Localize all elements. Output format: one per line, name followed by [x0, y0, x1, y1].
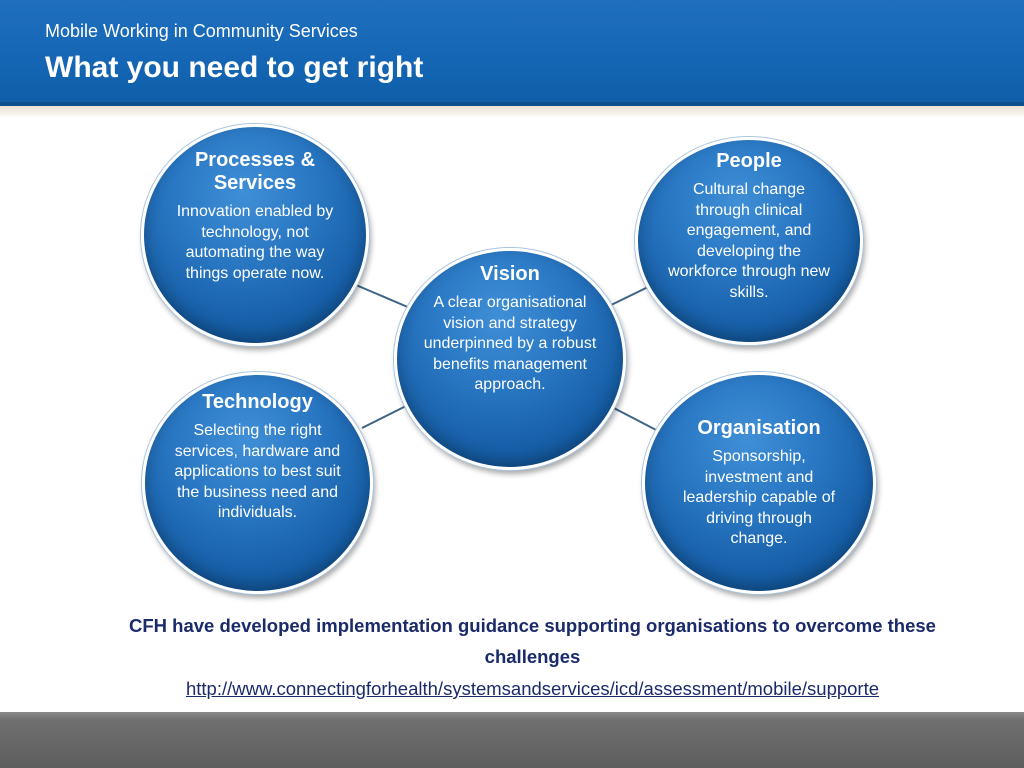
connector-organisation-vision [607, 404, 661, 433]
circle-people: People Cultural change through clinical … [635, 137, 863, 345]
header-bar [0, 0, 1024, 102]
processes-title: Processes & Services [194, 149, 316, 194]
header-divider [0, 102, 1024, 106]
people-description: Cultural change through clinical engagem… [668, 181, 830, 301]
circle-organisation: Organisation Sponsorship, investment and… [642, 372, 876, 594]
presentation-subtitle: Mobile Working in Community Services [45, 21, 358, 41]
connector-people-vision [606, 286, 649, 308]
connector-processes-vision [355, 284, 411, 309]
guidance-note: CFH have developed implementation guidan… [129, 615, 936, 667]
circle-technology: Technology Selecting the right services,… [142, 372, 373, 594]
processes-description: Innovation enabled by technology, not au… [176, 203, 334, 282]
circle-vision: Vision A clear organisational vision and… [394, 248, 626, 470]
guidance-link[interactable]: http://www.connectingforhealth/systemsan… [185, 678, 880, 699]
slide-title: What you need to get right [45, 51, 424, 84]
technology-description: Selecting the right services, hardware a… [174, 422, 341, 521]
organisation-title: Organisation [697, 417, 821, 439]
organisation-description: Sponsorship, investment and leadership c… [682, 448, 836, 547]
vision-description: A clear organisational vision and strate… [423, 294, 597, 393]
footer-band [0, 712, 1024, 768]
circle-processes-services: Processes & Services Innovation enabled … [141, 124, 369, 346]
people-title: People [716, 150, 782, 172]
technology-title: Technology [202, 391, 313, 413]
vision-title: Vision [480, 263, 540, 285]
connector-technology-vision [361, 404, 409, 429]
header-shadow [0, 106, 1024, 118]
